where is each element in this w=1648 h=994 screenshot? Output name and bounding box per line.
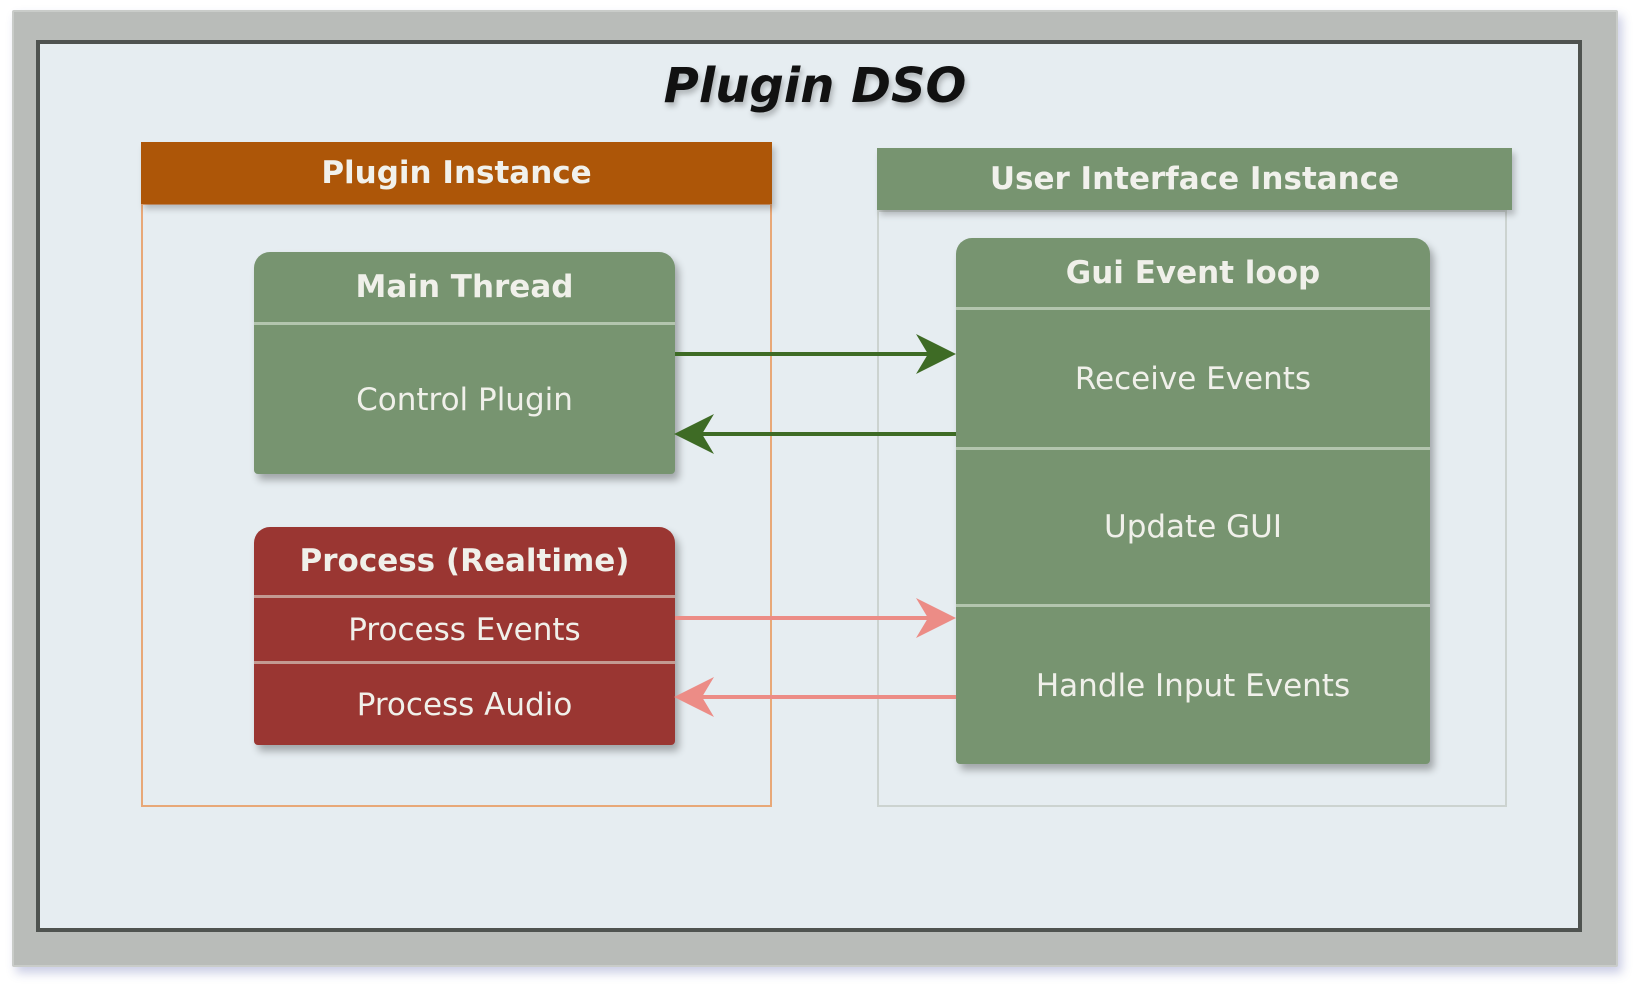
process-audio-label: Process Audio bbox=[254, 661, 675, 745]
ui-instance-group bbox=[877, 210, 1507, 807]
plugin-instance-header: Plugin Instance bbox=[141, 142, 772, 204]
process-realtime-box: Process (Realtime) Process Events Proces… bbox=[254, 527, 675, 745]
gui-event-loop-title: Gui Event loop bbox=[1065, 254, 1321, 291]
ui-instance-header: User Interface Instance bbox=[877, 148, 1512, 210]
gui-event-loop-box: Gui Event loop Receive Events Update GUI… bbox=[956, 238, 1430, 764]
diagram-title: Plugin DSO bbox=[663, 58, 967, 114]
update-gui-label: Update GUI bbox=[956, 447, 1430, 604]
receive-events-label: Receive Events bbox=[956, 307, 1430, 447]
process-events-label: Process Events bbox=[254, 595, 675, 661]
main-thread-title: Main Thread bbox=[355, 269, 574, 305]
main-thread-box: Main Thread Control Plugin bbox=[254, 252, 675, 474]
handle-input-events-label: Handle Input Events bbox=[956, 604, 1430, 764]
process-realtime-title: Process (Realtime) bbox=[299, 543, 630, 579]
control-plugin-label: Control Plugin bbox=[254, 322, 675, 474]
plugin-instance-group bbox=[141, 203, 772, 807]
